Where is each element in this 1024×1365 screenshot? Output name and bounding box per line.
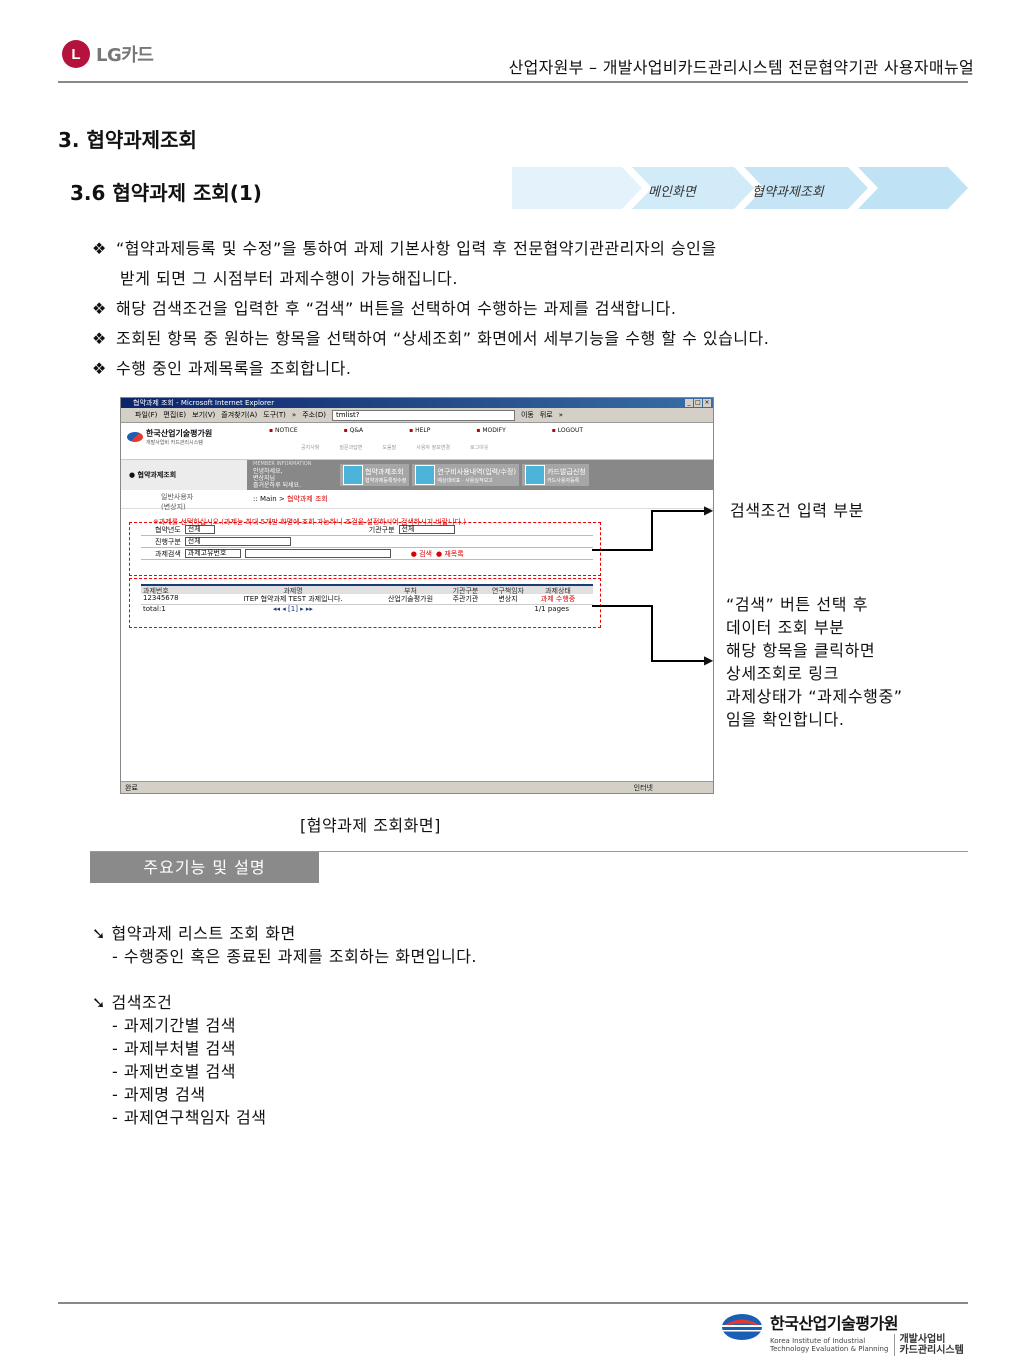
band-item-expense[interactable]: 연구비사용내역(입력/수정)예상대비표 · 사용실적보고 bbox=[412, 464, 520, 486]
institution-select[interactable]: 전체 bbox=[398, 525, 455, 534]
top-nav: NOTICE Q&A HELP MODIFY LOGOUT bbox=[269, 427, 583, 434]
page-info: 1/1 pages bbox=[534, 605, 569, 613]
document-icon bbox=[343, 465, 363, 485]
arrow-bullet-icon: ➘ bbox=[92, 924, 106, 943]
annotation-result-area: “검색” 버튼 선택 후 데이터 조회 부분 해당 항목을 클릭하면 상세조회로… bbox=[726, 595, 903, 729]
bullet-item: ❖해당 검색조건을 입력한 후 “검색” 버튼을 선택하여 수행하는 과제를 검… bbox=[92, 294, 992, 324]
menu-favorites[interactable]: 즐겨찾기(A) bbox=[221, 411, 258, 419]
progress-select[interactable]: 전체 bbox=[184, 537, 291, 546]
lg-card-logo: L LG카드 bbox=[62, 40, 154, 68]
reset-button[interactable]: ● 재목록 bbox=[436, 549, 464, 558]
breadcrumb-current: 협약과제조회 bbox=[752, 185, 824, 200]
app-screenshot: 협약과제 조회 - Microsoft Internet Explorer _□… bbox=[120, 397, 714, 794]
function-title: 주요기능 및 설명 bbox=[90, 852, 319, 883]
site-header: 한국산업기술평가원 개발사업비 카드관리시스템 NOTICE Q&A HELP … bbox=[121, 423, 713, 460]
annotation-search-area: 검색조건 입력 부분 bbox=[730, 501, 864, 520]
table-row[interactable]: 12345678 ITEP 협약과제 TEST 과제입니다. 산업기술평가원 주… bbox=[141, 594, 593, 605]
menu-band: ● 협약과제조회 MEMBER INFORMATION 안녕하세요, 변상지님 … bbox=[121, 460, 713, 490]
breadcrumb-main: 메인화면 bbox=[648, 185, 696, 200]
breadcrumb-arrows bbox=[512, 167, 968, 209]
back-button[interactable]: 뒤로 bbox=[539, 411, 553, 419]
lg-logo-text: LG카드 bbox=[96, 45, 154, 66]
card-icon bbox=[525, 465, 546, 485]
nav-modify[interactable]: MODIFY bbox=[476, 427, 505, 434]
address-input[interactable]: tmlist?final_status=02&navigation=true&K… bbox=[331, 409, 515, 421]
result-table: 과제번호 과제명 부처 기관구분 연구책임자 과제상태 12345678 ITE… bbox=[141, 584, 593, 615]
year-select[interactable]: 전체 bbox=[184, 525, 215, 534]
bullet-item: ❖수행 중인 과제목록을 조회합니다. bbox=[92, 354, 992, 384]
minimize-icon[interactable]: _ bbox=[685, 399, 693, 407]
band-current-menu: ● 협약과제조회 bbox=[121, 460, 247, 490]
lg-logo-icon: L bbox=[62, 40, 90, 68]
diamond-bullet-icon: ❖ bbox=[92, 359, 107, 378]
search-form: 협약년도 전체 기관구분 전체 진행구분 전체 과제검색 과제고유번호 ● 검색… bbox=[141, 524, 593, 560]
greeting-box: MEMBER INFORMATION 안녕하세요, 변상지님 즐거운하루 되세요… bbox=[253, 461, 312, 489]
ledger-icon bbox=[415, 465, 436, 485]
diamond-bullet-icon: ❖ bbox=[92, 239, 107, 258]
org-logo-icon bbox=[127, 432, 143, 442]
menu-more[interactable]: » bbox=[291, 411, 297, 419]
figure-caption: [협약과제 조회화면] bbox=[300, 816, 441, 835]
ie-status-bar: 완료 인터넷 bbox=[121, 781, 713, 793]
diamond-bullet-icon: ❖ bbox=[92, 329, 107, 348]
footer-divider bbox=[58, 1302, 968, 1304]
kiet-logo-icon bbox=[722, 1314, 762, 1340]
arrow-bullet-icon: ➘ bbox=[92, 993, 106, 1012]
connector-line bbox=[592, 549, 652, 551]
diamond-bullet-icon: ❖ bbox=[92, 299, 107, 318]
connector-line bbox=[651, 605, 653, 662]
page-crumb: :: Main > 협약과제 조회 bbox=[253, 495, 328, 503]
connector-line bbox=[651, 510, 706, 512]
bullet-item: ❖조회된 항목 중 원하는 항목을 선택하여 “상세조회” 화면에서 세부기능을… bbox=[92, 324, 992, 354]
document-title: 산업자원부 – 개발사업비카드관리시스템 전문협약기관 사용자매뉴얼 bbox=[508, 58, 974, 77]
ie-menu-bar: 파일(F) 편집(E) 보기(V) 즐겨찾기(A) 도구(T) » 주소(D) … bbox=[121, 408, 713, 423]
toolbar-more[interactable]: » bbox=[558, 411, 564, 419]
subsection-title: 3.6 협약과제 조회(1) bbox=[70, 181, 262, 205]
user-info: 일반사용자(변상지) bbox=[161, 493, 194, 511]
nav-notice[interactable]: NOTICE bbox=[269, 427, 298, 434]
ie-title-bar: 협약과제 조회 - Microsoft Internet Explorer _□… bbox=[121, 398, 713, 408]
section-title: 3. 협약과제조회 bbox=[58, 128, 197, 152]
menu-view[interactable]: 보기(V) bbox=[192, 411, 216, 419]
address-label: 주소(D) bbox=[302, 411, 326, 419]
bullet-continuation: 받게 되면 그 시점부터 과제수행이 가능해집니다. bbox=[120, 269, 458, 288]
maximize-icon[interactable]: □ bbox=[694, 399, 702, 407]
nav-help[interactable]: HELP bbox=[409, 427, 430, 434]
arrow-right-icon: ▶ bbox=[704, 653, 714, 667]
total-count: total:1 bbox=[143, 605, 166, 613]
search-button[interactable]: ● 검색 bbox=[410, 549, 432, 558]
header-divider bbox=[58, 81, 968, 83]
sub-nav: 공지사항 질문과답변 도움말 사용자 정보변경 로그아웃 bbox=[301, 445, 489, 451]
menu-edit[interactable]: 편집(E) bbox=[163, 411, 187, 419]
pager[interactable]: ◂◂ ◂ [1] ▸ ▸▸ bbox=[273, 605, 313, 613]
connector-line bbox=[651, 510, 653, 551]
footer-logo: 한국산업기술평가원 Korea Institute of Industrial … bbox=[720, 1310, 964, 1356]
result-area-highlight bbox=[129, 578, 601, 628]
org-logo[interactable]: 한국산업기술평가원 개발사업비 카드관리시스템 bbox=[127, 428, 212, 446]
search-input[interactable] bbox=[244, 549, 391, 558]
function-divider bbox=[90, 851, 968, 852]
bullet-item: ❖“협약과제등록 및 수정”을 통하여 과제 기본사항 입력 후 전문협약기관관… bbox=[92, 234, 992, 264]
search-area-highlight bbox=[129, 522, 601, 576]
close-icon[interactable]: × bbox=[703, 399, 711, 407]
menu-file[interactable]: 파일(F) bbox=[135, 411, 158, 419]
connector-line bbox=[592, 605, 652, 607]
search-type-select[interactable]: 과제고유번호 bbox=[184, 549, 241, 558]
intro-bullets: ❖“협약과제등록 및 수정”을 통하여 과제 기본사항 입력 후 전문협약기관관… bbox=[92, 234, 992, 384]
nav-qna[interactable]: Q&A bbox=[344, 427, 364, 434]
nav-logout[interactable]: LOGOUT bbox=[552, 427, 583, 434]
connector-line bbox=[651, 660, 706, 662]
go-button[interactable]: 이동 bbox=[520, 411, 534, 419]
page-crumb-row: 일반사용자(변상지) :: Main > 협약과제 조회 bbox=[121, 490, 713, 511]
menu-tools[interactable]: 도구(T) bbox=[263, 411, 286, 419]
function-descriptions: ➘ 협약과제 리스트 조회 화면 - 수행중인 혹은 종료된 과제를 조회하는 … bbox=[92, 924, 477, 1127]
arrow-right-icon: ▶ bbox=[704, 503, 714, 517]
